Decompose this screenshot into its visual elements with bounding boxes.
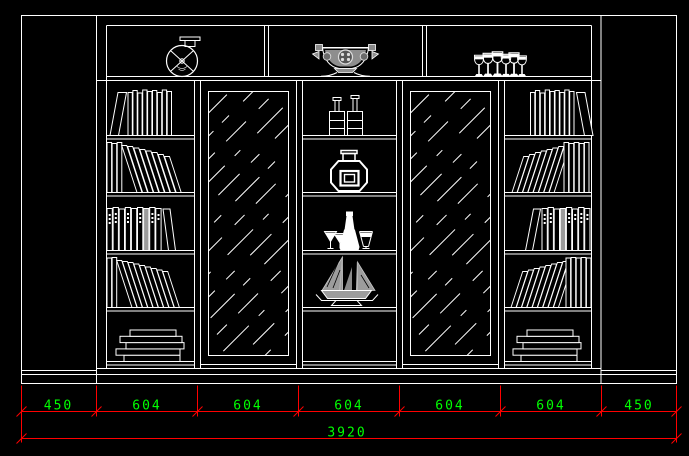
dimension-label: 450: [44, 399, 73, 414]
dimension-label: 604: [334, 399, 363, 414]
footed-tumbler: [359, 231, 373, 251]
hexagonal-jar: [330, 149, 368, 192]
dimension-ticks: [16, 406, 682, 444]
left-books-shelf4: [106, 257, 181, 308]
dimension-label: 604: [435, 399, 464, 414]
left-stacked-books: [115, 329, 185, 363]
ornate-bowl: [311, 44, 380, 77]
left-books-shelf1: [109, 89, 172, 136]
right-books-shelf1: [530, 89, 594, 136]
wine-bottles: [329, 95, 363, 136]
glass-door-right: [402, 80, 499, 365]
right-books-shelf3: [524, 207, 591, 251]
dimension-label: 450: [624, 399, 653, 414]
sailboat-model: [315, 255, 379, 306]
dimension-labels: 450 604 604 604 604 604 450 3920: [44, 399, 653, 441]
right-books-shelf2: [511, 142, 590, 193]
wine-glass-set: [473, 50, 528, 78]
left-books-shelf3: [106, 207, 177, 251]
book-spine-dots: [543, 213, 589, 224]
alarm-clock: [165, 36, 201, 78]
cocktail-glass: [323, 231, 338, 251]
dimension-label: 604: [536, 399, 565, 414]
left-books-shelf2: [106, 142, 182, 193]
dimension-annotations: 450 604 604 604 604 604 450 3920: [16, 385, 682, 444]
right-books-shelf4: [510, 257, 592, 308]
decanter: [339, 211, 360, 251]
right-stacked-books: [512, 329, 582, 363]
book-spine-dots: [108, 213, 160, 224]
dimension-total-label: 3920: [327, 426, 366, 441]
dimension-label: 604: [132, 399, 161, 414]
decanter-and-glasses: [323, 211, 373, 251]
middle-column-shelf-boards: [302, 135, 397, 366]
glass-door-left: [200, 80, 297, 365]
dimension-label: 604: [233, 399, 262, 414]
